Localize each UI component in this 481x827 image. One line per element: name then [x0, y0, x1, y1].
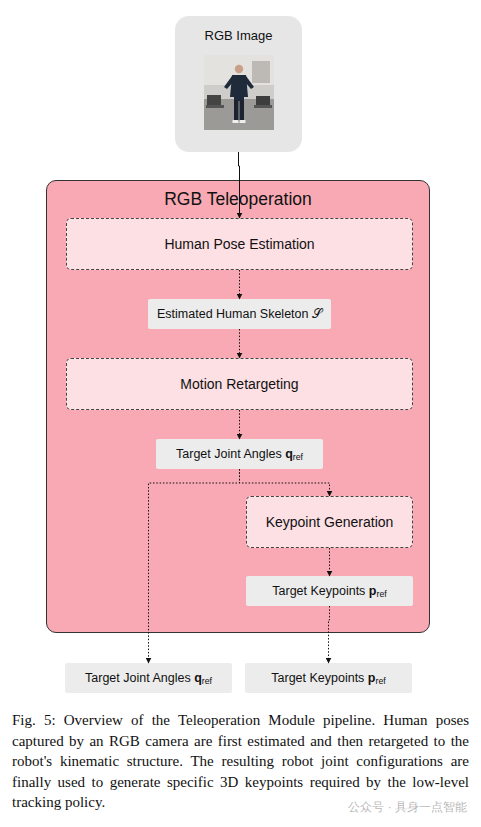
- node-label: Estimated Human Skeleton 𝒮: [157, 307, 322, 322]
- watermark: 公众号 · 具身一点智能: [348, 799, 467, 816]
- output-box: Target Keypoints pref: [245, 663, 412, 693]
- node-label: Keypoint Generation: [266, 514, 394, 530]
- process-box: Keypoint Generation: [246, 496, 413, 548]
- data-box: Estimated Human Skeleton 𝒮: [148, 299, 331, 329]
- module-container: RGB TeleoperationHuman Pose EstimationEs…: [46, 180, 430, 633]
- node-label: RGB Image: [205, 28, 273, 43]
- figure-caption: Fig. 5: Overview of the Teleoperation Mo…: [12, 710, 469, 813]
- process-box: Motion Retargeting: [66, 358, 413, 410]
- output-box: Target Joint Angles qref: [65, 663, 232, 693]
- node-label: Target Joint Angles qref: [85, 671, 212, 685]
- node-label: Motion Retargeting: [180, 376, 298, 392]
- process-box: Human Pose Estimation: [66, 218, 413, 270]
- data-box: Target Keypoints pref: [246, 576, 413, 606]
- rgb-photo: [204, 55, 274, 130]
- node-label: Target Keypoints pref: [271, 671, 385, 685]
- node-label: Target Joint Angles qref: [176, 447, 303, 461]
- data-box: Target Joint Angles qref: [156, 439, 323, 469]
- node-label: RGB Teleoperation: [164, 189, 312, 210]
- node-label: Human Pose Estimation: [164, 236, 314, 252]
- node-label: Target Keypoints pref: [272, 584, 386, 598]
